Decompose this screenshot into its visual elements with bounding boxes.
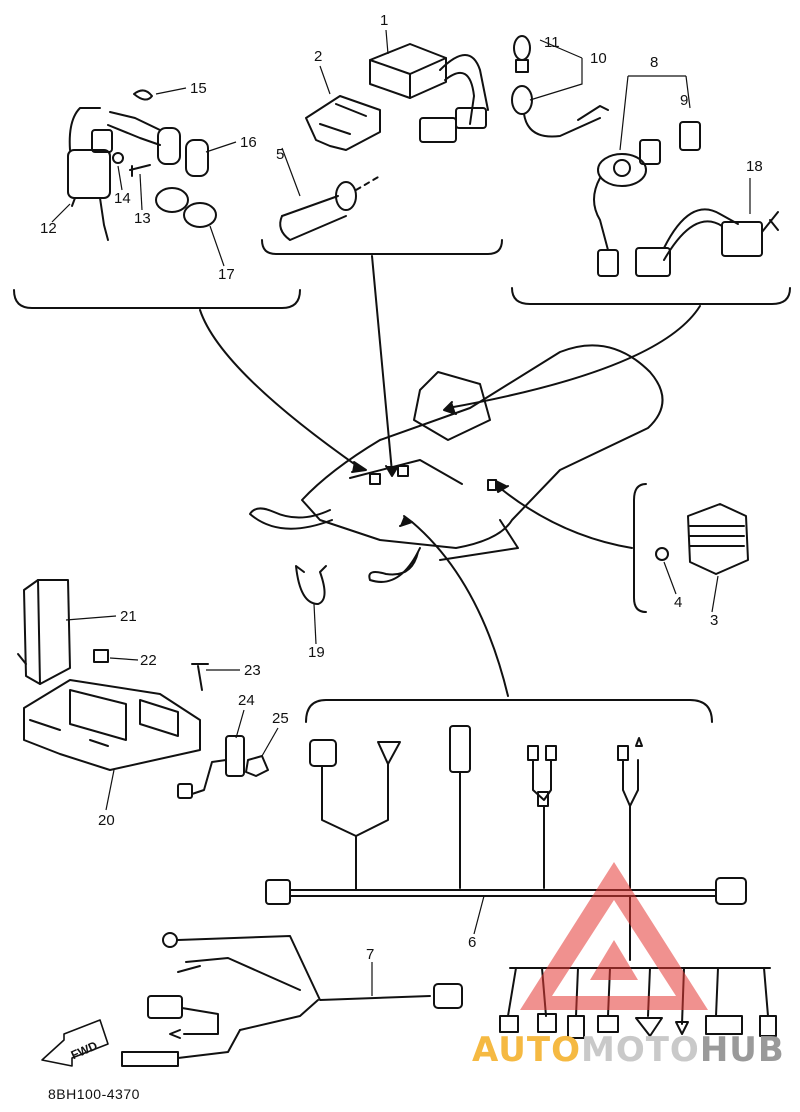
group-frame-cdi — [261, 239, 503, 255]
leader-harness — [411, 521, 509, 697]
sub-harness — [121, 932, 463, 1067]
watermark-logo — [520, 862, 708, 1010]
callout-2: 2 — [314, 48, 323, 65]
grommet-a — [155, 187, 189, 213]
callout-21: 21 — [120, 608, 137, 625]
noise-suppressor — [279, 175, 381, 241]
callout-23: 23 — [244, 662, 261, 679]
callout-12: 12 — [40, 220, 57, 237]
callout-25: 25 — [272, 710, 289, 727]
callout-7: 7 — [366, 946, 375, 963]
relay-24 — [177, 735, 245, 799]
snowmobile — [249, 344, 664, 583]
clamp — [295, 565, 327, 605]
callout-10: 10 — [590, 50, 607, 67]
arrowhead — [399, 515, 413, 527]
callout-6: 6 — [468, 934, 477, 951]
callout-17: 17 — [218, 266, 235, 283]
watermark-part3: HUB — [699, 1030, 785, 1070]
wire-harness — [265, 725, 747, 961]
fwd-arrow — [41, 1019, 109, 1067]
arrowhead — [443, 401, 457, 415]
nut-4 — [655, 547, 669, 561]
arrowhead — [351, 461, 367, 473]
switch-cap — [679, 121, 701, 151]
leader-cdi — [371, 255, 393, 473]
leader-switches — [447, 305, 701, 409]
main-switch — [593, 139, 661, 277]
callout-9: 9 — [680, 92, 689, 109]
callout-19: 19 — [308, 644, 325, 661]
diagram-code: 8BH100-4370 — [48, 1086, 140, 1102]
callout-22: 22 — [140, 652, 157, 669]
grommet-b — [183, 202, 217, 228]
callout-1: 1 — [380, 12, 389, 29]
callout-20: 20 — [98, 812, 115, 829]
watermark-text: AUTOMOTOHUB — [472, 1030, 785, 1070]
cdi-unit — [369, 43, 489, 143]
callout-4: 4 — [674, 594, 683, 611]
spark-plug-caps — [107, 89, 209, 177]
callout-14: 14 — [114, 190, 131, 207]
rectifier-regulator — [687, 503, 749, 575]
nut-25 — [245, 755, 269, 777]
callout-18: 18 — [746, 158, 763, 175]
watermark-part1: AUTO — [472, 1030, 581, 1070]
bracket-20 — [23, 679, 201, 771]
cdi-bracket — [305, 95, 381, 151]
group-frame-regulator — [633, 483, 647, 613]
cover-21 — [17, 579, 71, 685]
arrowhead — [385, 465, 399, 477]
callout-8: 8 — [650, 54, 659, 71]
callout-3: 3 — [710, 612, 719, 629]
watermark-part2: MOTO — [580, 1030, 700, 1070]
stop-switch — [635, 208, 779, 277]
group-frame-harness — [305, 699, 713, 723]
group-frame-switches — [511, 287, 791, 305]
callout-13: 13 — [134, 210, 151, 227]
leader-ignition — [199, 309, 361, 469]
ignition-coil — [67, 107, 113, 241]
bolt-13 — [129, 164, 151, 177]
group-frame-ignition — [13, 289, 301, 309]
callout-24: 24 — [238, 692, 255, 709]
callout-15: 15 — [190, 80, 207, 97]
washer-14 — [112, 152, 124, 164]
bolt-23 — [191, 663, 209, 691]
indicator-bulb — [511, 35, 609, 138]
callout-5: 5 — [276, 146, 285, 163]
nut-22 — [93, 649, 109, 663]
callout-16: 16 — [240, 134, 257, 151]
leader-regulator — [499, 487, 633, 549]
arrowhead — [495, 479, 509, 493]
